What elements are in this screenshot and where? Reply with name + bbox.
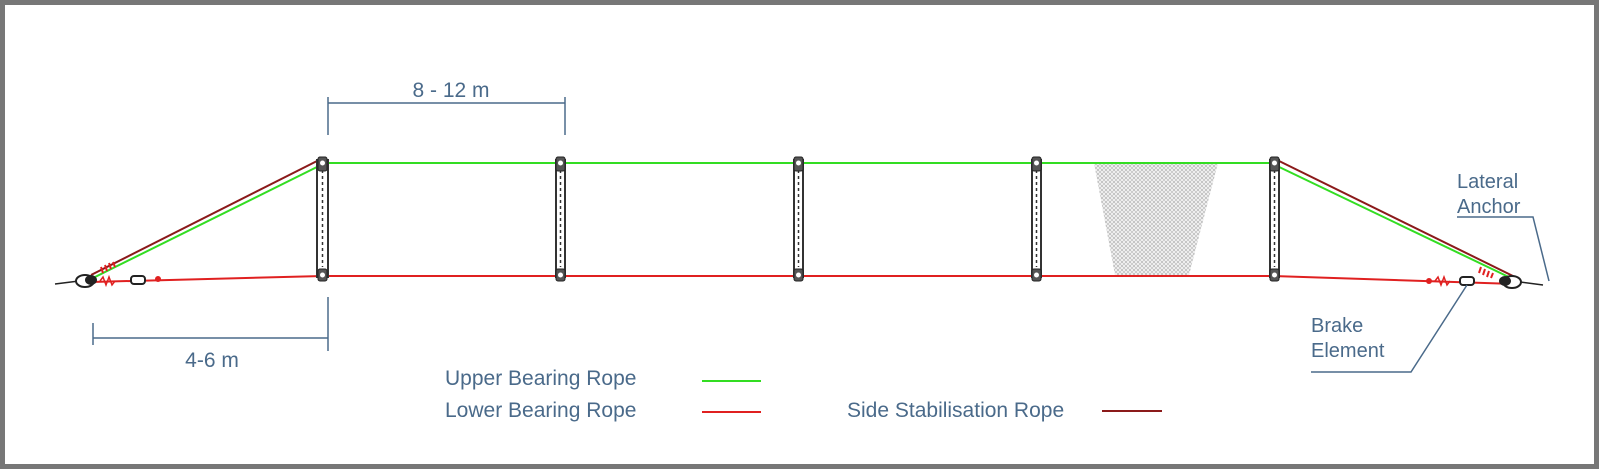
side-stabilisation-rope-left [90, 158, 322, 276]
lateral-anchor-label-line1: Lateral [1457, 171, 1518, 193]
dimension-anchor-distance [92, 297, 329, 351]
side-stabilisation-rope-right [1274, 158, 1516, 278]
brake-element-right-upper [1478, 266, 1494, 279]
upper-bearing-rope-left-anchor [90, 164, 322, 280]
lateral-anchor-right [1499, 275, 1544, 289]
lower-bearing-rope-left-anchor [90, 275, 324, 283]
brake-element-right-lower [1426, 274, 1475, 288]
legend-side-stabilisation-rope: Side Stabilisation Rope [847, 399, 1064, 422]
brake-element-left-lower [99, 274, 161, 288]
post [1031, 156, 1042, 282]
brake-element-leader [1311, 284, 1468, 373]
legend-upper-bearing-rope: Upper Bearing Rope [445, 367, 636, 390]
lateral-anchor-leader [1457, 216, 1550, 282]
post [793, 156, 804, 282]
lateral-anchor-label-line2: Anchor [1457, 196, 1521, 218]
upper-bearing-rope-right-anchor [1274, 164, 1516, 281]
brake-element-left-upper [100, 261, 116, 274]
post [316, 156, 329, 282]
brake-element-label-line2: Element [1311, 340, 1385, 362]
post [1269, 156, 1280, 282]
legend-lower-bearing-rope: Lower Bearing Rope [445, 399, 636, 422]
lateral-anchor-left [54, 274, 97, 288]
dimension-post-spacing [327, 97, 566, 135]
rockfall-barrier-diagram: 8 - 12 m 4-6 m Lateral Anchor Brake Elem… [54, 79, 1550, 422]
post-spacing-label: 8 - 12 m [412, 79, 489, 102]
lower-bearing-rope-right-anchor [1272, 275, 1516, 285]
post [555, 156, 566, 282]
brake-element-label-line1: Brake [1311, 315, 1363, 337]
anchor-distance-label: 4-6 m [185, 349, 239, 372]
net-section [1094, 163, 1218, 275]
